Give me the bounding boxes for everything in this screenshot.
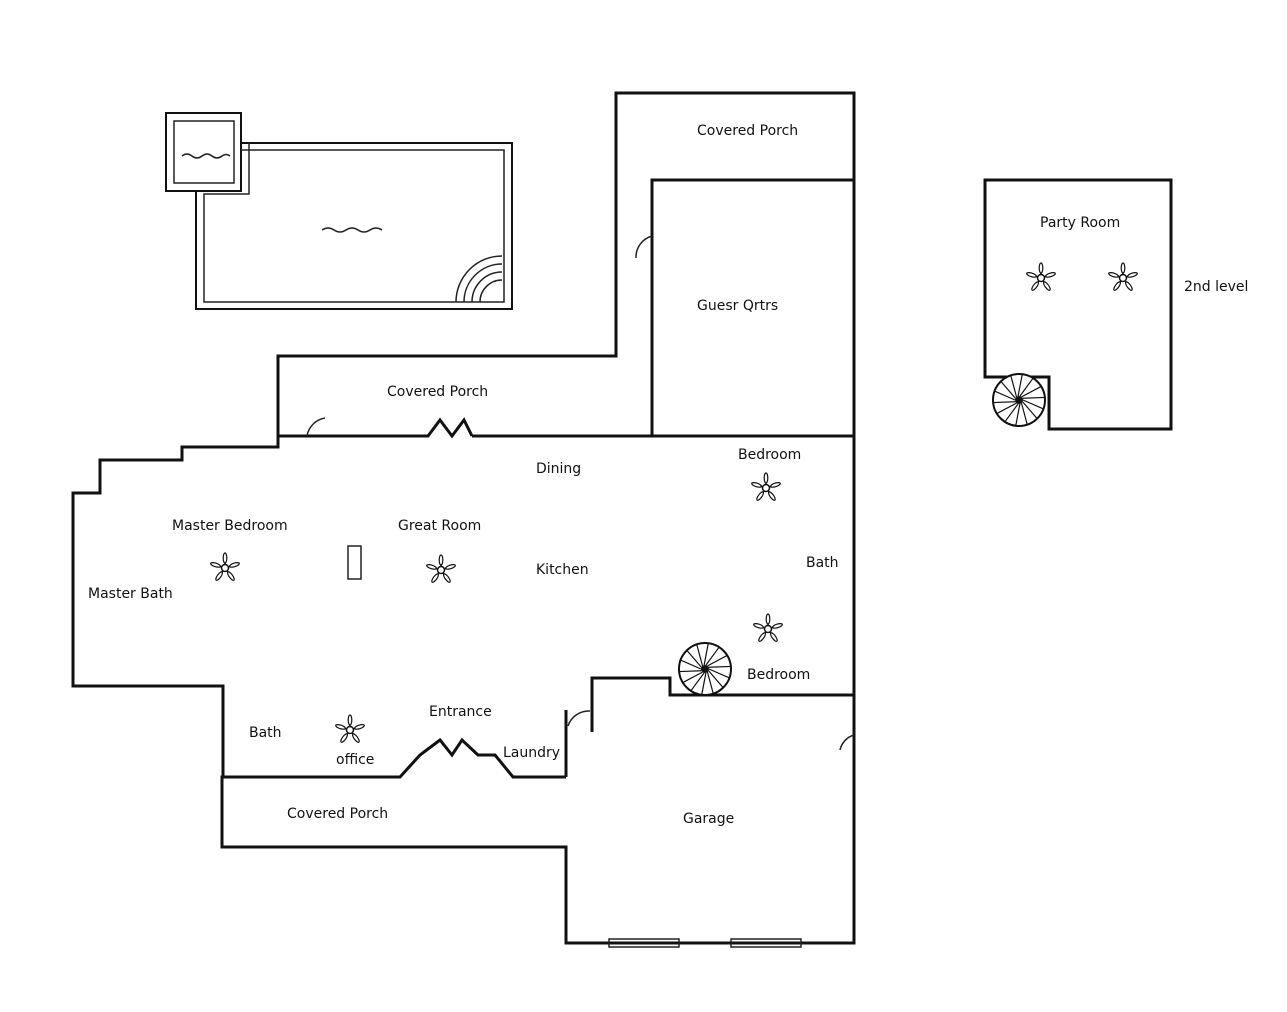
stair-tread [707,654,728,667]
stair-tread [1019,377,1034,397]
stair-tread [993,401,1016,404]
room-label-bath-left: Bath [249,725,282,741]
door-swing-icon [306,235,855,751]
stair-tread [690,672,705,692]
level-note: 2nd level [1184,279,1248,295]
pool-water-icon [181,153,231,159]
room-label-master-bedroom: Master Bedroom [172,518,288,534]
stair-tread [1000,380,1016,399]
room-label-covered-porch-bottom: Covered Porch [287,806,388,822]
ceiling-fan-icon [753,613,783,642]
stair-tread [1022,399,1044,410]
stair-tread [1021,385,1042,398]
party-room-walls [983,178,1173,431]
stair-tread [696,644,704,667]
stair-tread [708,670,724,689]
room-label-kitchen: Kitchen [536,562,589,578]
room-label-entrance: Entrance [429,704,492,720]
ceiling-fan-icon [210,552,240,581]
stair-tread [994,390,1016,401]
room-label-guest-quarters: Guesr Qrtrs [697,298,778,314]
stair-tread [708,665,731,668]
stair-tread [1010,375,1018,398]
stair-tread [996,402,1017,415]
room-label-laundry: Laundry [503,745,560,761]
stair-tread [679,670,702,673]
stair-tread [706,671,714,694]
stair-tread [705,646,720,666]
room-label-covered-porch-top: Covered Porch [697,123,798,139]
house-walls [71,91,856,948]
ceiling-fan-icon [1108,262,1138,291]
stair-tread [682,671,703,684]
spiral-staircase-icon [992,373,1046,427]
ceiling-fan-icon [426,554,456,583]
pool-steps [455,255,503,303]
room-label-bedroom-top: Bedroom [738,447,801,463]
stair-tread [1004,403,1019,423]
stair-tread [703,643,709,666]
room-label-dining: Dining [536,461,581,477]
stair-tread [1020,402,1028,425]
pool [165,112,513,310]
stair-tread [1015,403,1021,426]
room-label-party-room: Party Room [1040,215,1120,231]
room-label-office: office [336,752,374,768]
room-label-bedroom-bottom: Bedroom [747,667,810,683]
room-label-master-bath: Master Bath [88,586,173,602]
room-label-bath-right: Bath [806,555,839,571]
room-label-great-room: Great Room [398,518,481,534]
pool-water-icon [321,227,383,233]
room-label-garage: Garage [683,811,734,827]
room-label-covered-porch-mid: Covered Porch [387,384,488,400]
stair-tread [680,659,702,670]
stair-tread [708,668,730,679]
stair-tread [686,649,702,668]
stair-tread [701,672,707,695]
stair-tread [1017,374,1023,397]
spiral-staircase-icon [678,642,732,696]
stair-tread [1022,396,1045,399]
fireplace [347,545,362,580]
ceiling-fan-icon [1026,262,1056,291]
ceiling-fan-icon [335,714,365,743]
ceiling-fan-icon [751,472,781,501]
stair-tread [1022,401,1038,420]
